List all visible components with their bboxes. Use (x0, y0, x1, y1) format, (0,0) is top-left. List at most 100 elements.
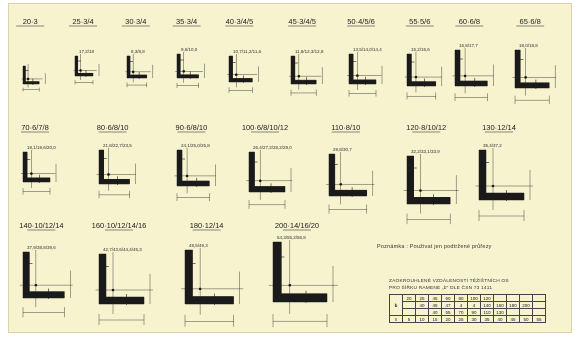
angle-section (176, 149, 210, 187)
table-cell (506, 308, 520, 316)
profile-label: 60·6/8 (459, 17, 480, 26)
angle-profile: 45·3/4/5 11,8/12,3/12,8 (288, 17, 324, 96)
angle-section (478, 149, 525, 201)
table-cell: 15 (428, 315, 442, 323)
table-cell (519, 294, 533, 302)
table-row: b 20 25 45 60 80 100 120 (389, 294, 546, 316)
centroid-marker (356, 74, 359, 77)
centroid-marker (258, 179, 262, 183)
angle-profile: 60·6/8 16,8/17,7 (452, 17, 494, 102)
centroid-annotation: 21,8/22,7/23,5 (103, 143, 132, 148)
table-cell: 4 (467, 301, 481, 309)
centroid-marker (234, 73, 238, 77)
profile-label: 130·12/14 (482, 123, 516, 132)
angle-profile: 30·3/48,3/8,8 (121, 17, 154, 88)
table-cell (506, 294, 520, 302)
table-cell (493, 294, 507, 302)
spacing-table-title: ZAOKROUHLENÉ VZDÁLENOSTI TĚŽIŠTNÍCH OS P… (389, 278, 509, 292)
profile-label: 30·3/4 (125, 17, 146, 26)
angle-section (22, 251, 65, 299)
angle-profile: 70·6/7/819,1/19,6/20,0 (20, 123, 56, 195)
table-row: 40 55 70 90 110 130 (390, 308, 546, 316)
profile-label: 45·3/4/5 (288, 17, 316, 26)
angle-section (406, 53, 437, 87)
table-cell (532, 294, 546, 302)
centroid-annotation: 11,8/12,3/12,8 (295, 49, 324, 54)
angle-profile: 55·5/615,2/15,6 (404, 17, 442, 100)
angle-section (126, 55, 148, 79)
table-cell: 90 (467, 308, 481, 316)
table-cell: 120 (480, 294, 494, 302)
table-cell (402, 301, 416, 309)
angle-section (406, 155, 451, 205)
table-row: t 5 10 15 20 25 30 35 40 45 50 55 (389, 315, 546, 323)
angle-section (228, 55, 253, 83)
spacing-table-title-line2: PRO ŠÍŘKU RAMENE „b" DLE ČSN 73 1411 (389, 286, 493, 291)
table-cell: 160 (493, 301, 507, 309)
usage-note: Poznámka : Použivat jen podtržené průřez… (377, 244, 492, 250)
centroid-annotation: 13,5/14,0/14,4 (353, 47, 382, 52)
angle-section (514, 49, 550, 89)
centroid-marker (79, 69, 82, 72)
table-cell: 40 (428, 308, 442, 316)
table-cell: 45 (506, 315, 520, 323)
table-cell-t: t (389, 315, 403, 323)
table-cell: 35 (480, 315, 494, 323)
centroid-marker (26, 77, 30, 81)
centroid-annotation: 26,4/27,2/28,2/29,0 (253, 145, 292, 150)
table-cell: 25 (415, 294, 429, 302)
centroid-annotation: 18,0/18,8 (519, 43, 538, 48)
table-cell: 55 (441, 308, 455, 316)
angle-section (184, 249, 234, 305)
table-cell: 20 (441, 315, 455, 323)
centroid-annotation: 32,2/33,1/33,9 (411, 149, 440, 154)
table-cell: 100 (467, 294, 481, 302)
angle-section (272, 241, 328, 303)
profile-label: 90·6/8/10 (176, 123, 208, 132)
centroid-marker (198, 287, 202, 291)
table-cell: 4 (454, 301, 468, 309)
centroid-marker (288, 283, 292, 287)
centroid-marker (107, 173, 110, 176)
table-row: 40 45 47 4 4 140 160 180 200 (390, 301, 546, 309)
centroid-marker (524, 76, 527, 79)
centroid-annotation: 9,6/10,0 (181, 47, 198, 52)
centroid-annotation: 54,3/55,2/56,8 (277, 235, 306, 240)
angle-section (454, 49, 488, 87)
centroid-marker (111, 288, 115, 292)
centroid-annotation: 10,7/11,2/11,6 (233, 49, 262, 54)
table-cell: 40 (493, 315, 507, 323)
table-cell: 45 (428, 294, 442, 302)
centroid-marker (463, 74, 467, 78)
centroid-annotation: 19,1/19,6/20,0 (27, 145, 56, 150)
table-cell: 80 (454, 294, 468, 302)
angle-section (22, 65, 40, 85)
profile-label: 65·6/8 (520, 17, 541, 26)
table-cell: 47 (441, 301, 455, 309)
table-cell: 200 (519, 301, 533, 309)
centroid-annotation: 16,8/17,7 (459, 43, 478, 48)
profile-label: 35·3/4 (176, 17, 197, 26)
centroid-annotation: 29,8/30,7 (333, 147, 352, 152)
angle-section (98, 253, 145, 305)
centroid-annotation: 15,2/15,6 (411, 47, 430, 52)
table-cell: 140 (480, 301, 494, 309)
angle-section (98, 149, 130, 185)
table-cell: 55 (532, 315, 546, 323)
angle-section (22, 151, 51, 183)
table-cell: 60 (441, 294, 455, 302)
profile-label: 200·14/16/20 (275, 221, 319, 230)
table-cell (519, 308, 533, 316)
angle-section (248, 151, 286, 193)
angle-profile: 65·6/8 18,0/18,8 (512, 17, 557, 104)
centroid-annotation: 35,4/37,2 (483, 143, 502, 148)
angle-profile: 50·4/5/613,5/14,0/14,4 (346, 17, 382, 97)
profile-label: 100·6/8/10/12 (242, 123, 288, 132)
profile-label: 160·10/12/14/16 (92, 221, 147, 230)
